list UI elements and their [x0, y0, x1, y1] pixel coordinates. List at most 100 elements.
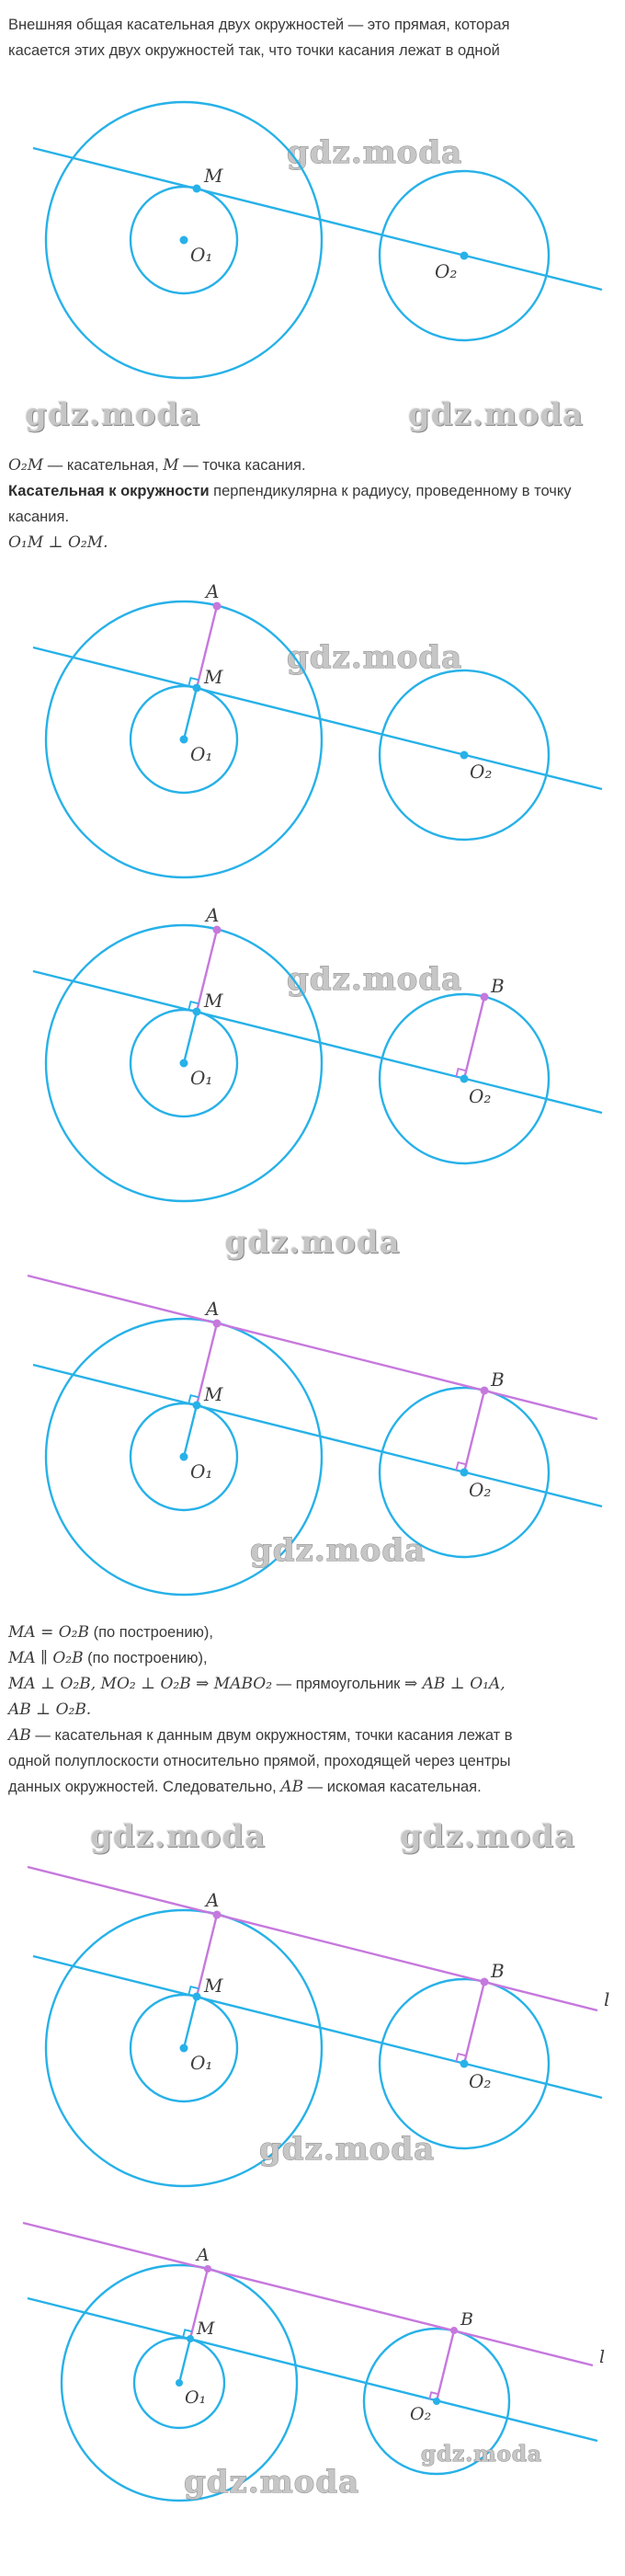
circle-O2 — [378, 1386, 551, 1559]
text-line: O₂M — касательная, M — точка касания. — [8, 456, 306, 475]
diagram-line-l: A B M O₁ O₂ l gdz.moda — [27, 1865, 609, 2188]
point-O1 — [176, 2379, 183, 2387]
watermark: gdz.moda — [421, 2442, 542, 2467]
segment-MO1 — [182, 1011, 199, 1064]
right-angle-mark-O2 — [455, 1067, 467, 1078]
line-AB-l — [22, 2221, 594, 2367]
label-M: M — [196, 2318, 215, 2339]
point-O2 — [460, 1468, 469, 1477]
label-A: A — [204, 580, 219, 602]
circle-O1-outer — [44, 1908, 324, 2188]
segment-AM — [195, 1914, 219, 1998]
watermark-row: gdz.moda gdz.moda — [0, 389, 625, 441]
circle-O1-outer — [44, 100, 324, 380]
segment-MO1 — [182, 1996, 199, 2049]
segment-AM — [195, 929, 219, 1013]
label-M: M — [203, 165, 223, 187]
point-O2 — [433, 2398, 440, 2405]
label-M: M — [203, 990, 223, 1012]
label-O1: O₁ — [190, 244, 212, 266]
watermark: gdz.moda — [184, 2464, 359, 2501]
circle-O1-outer — [44, 1317, 324, 1597]
label-O2: O₂ — [469, 2070, 491, 2092]
point-A — [212, 601, 222, 611]
label-O2: O₂ — [469, 1479, 491, 1501]
point-A — [204, 2265, 211, 2273]
point-B — [450, 2327, 458, 2334]
circle-O2 — [378, 992, 551, 1165]
point-A — [212, 925, 222, 934]
point-M — [192, 683, 201, 693]
line-AB — [27, 1274, 598, 1421]
label-B: B — [460, 2309, 473, 2330]
circle-O2 — [362, 2327, 511, 2476]
tangent-definition-paragraph: O₂M — касательная, M — точка касания. Ка… — [0, 452, 625, 555]
segment-BO2 — [462, 1390, 486, 1473]
point-M — [192, 184, 201, 193]
watermark: gdz.moda — [25, 396, 201, 433]
point-B — [480, 1977, 489, 1986]
label-A: A — [204, 904, 219, 926]
point-M — [192, 1401, 201, 1410]
line-O2M — [32, 969, 603, 1115]
diagram-tangent-AB: A B M O₁ O₂ gdz.moda — [27, 1274, 603, 1597]
text-line: AB ⊥ O₂B. — [8, 1700, 92, 1719]
watermark: gdz.moda — [399, 1818, 575, 1855]
text-line: данных окружностей. Следовательно, AB — … — [8, 1778, 482, 1796]
point-M — [187, 2335, 194, 2342]
watermark: gdz.moda — [287, 961, 462, 998]
label-l: l — [604, 1988, 609, 2010]
line-O2M — [32, 1363, 603, 1508]
text-line: AB — касательная к данным двум окружност… — [8, 1726, 513, 1745]
circle-O1-outer — [44, 923, 324, 1203]
label-O1: O₁ — [190, 2052, 212, 2074]
watermark-row: gdz.moda gdz.moda — [0, 1811, 625, 1862]
label-O1: O₁ — [190, 743, 212, 765]
label-A: A — [204, 1298, 219, 1320]
label-B: B — [490, 1368, 505, 1391]
line-O2M — [32, 1954, 603, 2100]
label-B: B — [490, 975, 505, 997]
diagram-final: A B M O₁ O₂ l gdz.moda gdz.moda — [22, 2221, 605, 2502]
segment-MO1 — [177, 2338, 192, 2384]
line-AB-l — [27, 1865, 598, 2012]
segment-AM — [195, 605, 219, 689]
circle-O1-outer — [60, 2263, 299, 2502]
text-line: касания. — [8, 509, 70, 525]
point-M — [192, 1992, 201, 2001]
point-A — [212, 1319, 222, 1328]
label-O1: O₁ — [190, 1067, 212, 1089]
label-M: M — [203, 1383, 223, 1405]
intro-paragraph: Внешняя общая касательная двух окружност… — [0, 12, 625, 63]
watermark: gdz.moda — [250, 1532, 426, 1569]
label-O2: O₂ — [469, 1085, 491, 1107]
circle-O2 — [378, 1977, 551, 2150]
segment-BO2 — [462, 996, 486, 1080]
segment-MO1 — [182, 687, 199, 740]
watermark: gdz.moda — [224, 1224, 401, 1261]
point-O1 — [179, 735, 188, 744]
line-O2M — [32, 146, 603, 292]
text-line: MA = O₂B (по построению), — [8, 1623, 213, 1642]
label-l: l — [599, 2347, 605, 2367]
label-A: A — [204, 1889, 219, 1911]
diagram-point-B: gdz.moda A B M O₁ O₂ — [32, 904, 603, 1203]
right-angle-mark-M — [188, 1393, 199, 1404]
label-A: A — [195, 2245, 210, 2265]
text-line: O₁M ⊥ O₂M. — [8, 533, 108, 552]
label-O1: O₁ — [190, 1460, 212, 1483]
proof-paragraph: MA = O₂B (по построению), MA ∥ O₂B (по п… — [0, 1620, 625, 1800]
right-angle-mark-O2 — [455, 1460, 467, 1471]
right-angle-mark-M — [188, 1985, 199, 1996]
watermark: gdz.moda — [287, 134, 462, 171]
segment-BO2 — [462, 1981, 486, 2065]
point-O2 — [460, 2059, 469, 2068]
circle-O1-auxiliary — [132, 2336, 226, 2430]
watermark: gdz.moda — [407, 396, 584, 433]
watermark-row: gdz.moda — [0, 1214, 625, 1271]
point-O1 — [179, 2044, 188, 2053]
label-O2: O₂ — [410, 2404, 431, 2424]
segment-BO2 — [435, 2330, 456, 2402]
watermark: gdz.moda — [90, 1818, 267, 1855]
point-O1 — [179, 1452, 188, 1461]
